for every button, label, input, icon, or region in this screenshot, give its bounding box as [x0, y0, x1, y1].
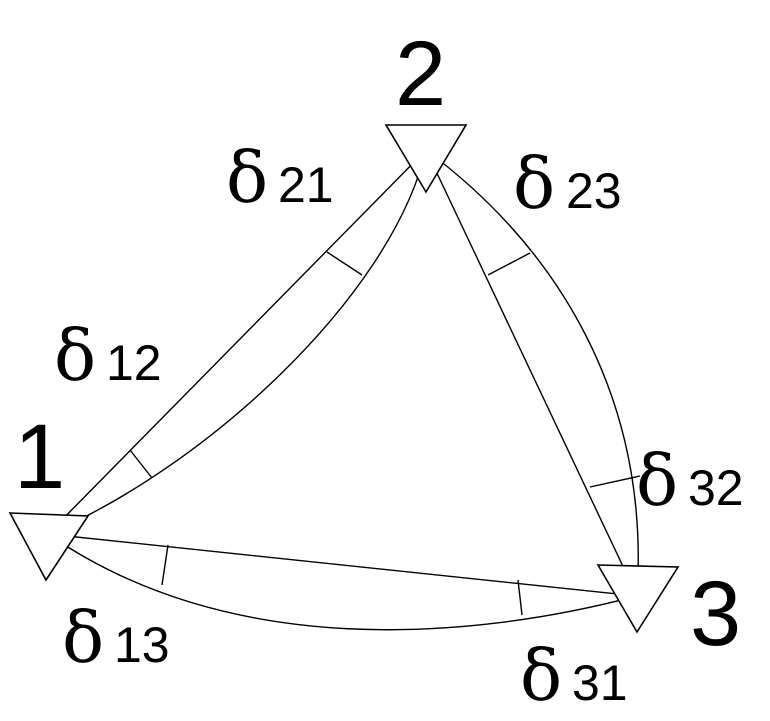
station-1-label: 1 [14, 406, 65, 508]
delta-symbol: δ [62, 597, 104, 679]
station-2-label: 2 [395, 23, 446, 125]
delta-subscript: 12 [106, 335, 162, 391]
arc-1-3 [47, 533, 638, 631]
delta-subscript: 13 [114, 617, 170, 673]
angle-marker-21 [326, 251, 363, 276]
station-2-triangle [384, 124, 468, 194]
delta-symbol: δ [636, 440, 678, 522]
angle-marker-13 [161, 544, 169, 586]
delta-subscript: 31 [572, 655, 628, 711]
delta-symbol: δ [513, 143, 555, 225]
arc-2-3 [425, 149, 639, 597]
arc-1-2 [47, 149, 427, 535]
chord-1-3 [47, 533, 638, 597]
angle-marker-12 [129, 449, 153, 479]
angle-marker-31 [517, 579, 523, 616]
delta-symbol: δ [54, 315, 96, 397]
delta-subscript: 23 [566, 163, 622, 219]
angle-label-d23: δ 23 [513, 143, 622, 225]
chord-1-2 [47, 149, 427, 535]
angle-label-d31: δ 31 [520, 635, 628, 717]
station-3-triangle [596, 564, 680, 634]
angle-label-d12: δ 12 [54, 315, 162, 397]
delta-subscript: 32 [688, 460, 744, 516]
angle-label-d21: δ 21 [226, 137, 334, 219]
delta-symbol: δ [520, 635, 562, 717]
station-3-label: 3 [690, 563, 741, 665]
angle-marker-23 [487, 252, 531, 276]
angle-label-d32: δ 32 [636, 440, 744, 522]
station-1-triangle [8, 512, 90, 582]
delta-subscript: 21 [278, 157, 334, 213]
angle-label-d13: δ 13 [62, 597, 170, 679]
chord-2-3 [425, 149, 638, 597]
angle-marker-32 [589, 475, 641, 488]
delta-symbol: δ [226, 137, 268, 219]
